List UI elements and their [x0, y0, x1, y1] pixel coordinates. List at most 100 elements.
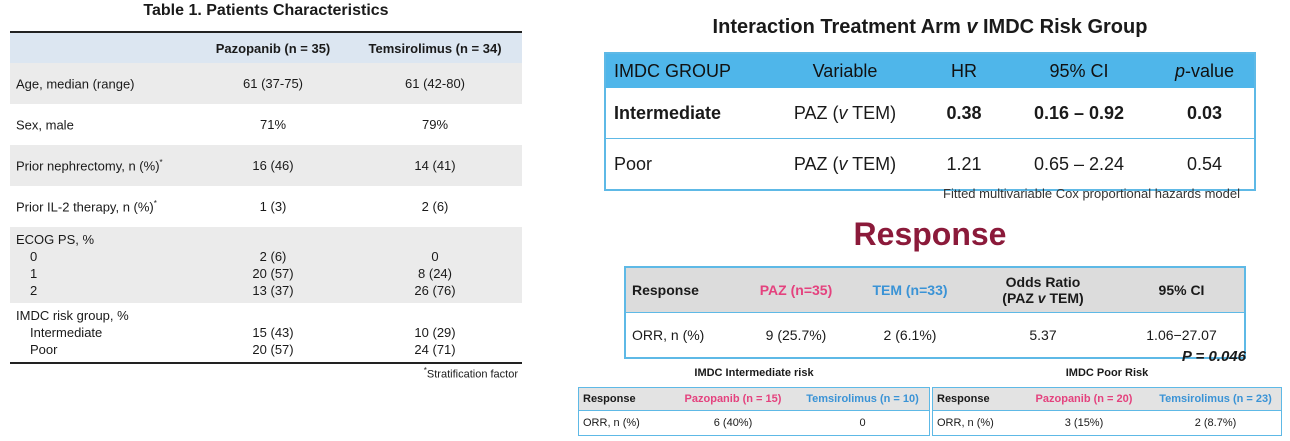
header-pazopanib: Pazopanib (n = 20) — [1018, 387, 1150, 411]
interaction-title: Interaction Treatment Arm v IMDC Risk Gr… — [712, 16, 1148, 38]
header-response: Response — [578, 387, 670, 411]
ecog-tem-1: 8 (24) — [418, 266, 452, 281]
orr-paz: 9 (25.7%) — [739, 312, 853, 358]
group-cell: Intermediate — [605, 88, 765, 139]
interaction-header-row: IMDC GROUP Variable HR 95% CI p-value — [605, 53, 1255, 88]
header-pazopanib: Pazopanib (n = 15) — [670, 387, 796, 411]
ecog-tem-0: 0 — [431, 249, 439, 264]
table1-footnote: *Stratification factor — [423, 366, 518, 381]
ecog-tem-2: 26 (76) — [414, 283, 456, 298]
imdc-temsirolimus-cell: 10 (29) 24 (71) — [348, 303, 522, 364]
table-row: Intermediate PAZ (v TEM) 0.38 0.16 – 0.9… — [605, 88, 1255, 139]
header-odds-ratio: Odds Ratio(PAZ v TEM) — [967, 267, 1119, 313]
pazopanib-cell: 71% — [260, 117, 287, 132]
ci-cell: 0.65 – 2.24 — [1033, 153, 1125, 174]
variable-cell: PAZ (v TEM) — [793, 153, 897, 174]
header-tem: TEM (n=33) — [853, 267, 967, 313]
ecog-label-cell: ECOG PS, % 0 1 2 — [10, 227, 198, 303]
ecog-paz-0: 2 (6) — [259, 249, 287, 264]
ci-cell: 0.16 – 0.92 — [1003, 88, 1155, 139]
orr-tem: 2 (6.1%) — [853, 312, 967, 358]
temsirolimus-cell: 61 (42-80) — [348, 63, 522, 104]
ecog-paz-2: 13 (37) — [252, 283, 294, 298]
header-response: Response — [625, 267, 739, 313]
orr-label: ORR, n (%) — [932, 410, 1018, 436]
row-label: Sex, male — [16, 117, 74, 133]
header-paz: PAZ (n=35) — [739, 267, 853, 313]
ecog-level-1: 1 — [30, 266, 38, 281]
orr-temsirolimus: 2 (8.7%) — [1150, 410, 1282, 436]
header-variable: Variable — [765, 53, 925, 88]
row-label: Age, median (range) — [10, 63, 198, 104]
header-ci: 95% CI — [1003, 53, 1155, 88]
ecog-paz-1: 20 (57) — [252, 266, 294, 281]
response-title: Response — [853, 216, 1007, 252]
pazopanib-cell: 1 (3) — [259, 199, 287, 214]
pvalue-cell: 0.54 — [1186, 153, 1223, 174]
variable-cell: PAZ (v TEM) — [765, 88, 925, 139]
ecog-temsirolimus-cell: 0 8 (24) 26 (76) — [348, 227, 522, 303]
patients-characteristics-table: Pazopanib (n = 35) Temsirolimus (n = 34)… — [10, 31, 522, 364]
header-temsirolimus: Temsirolimus (n = 10) — [796, 387, 930, 411]
imdc-level-intermediate: Intermediate — [30, 325, 103, 340]
interaction-footnote: Fitted multivariable Cox proportional ha… — [943, 186, 1240, 201]
intermediate-header-row: Response Pazopanib (n = 15) Temsirolimus… — [578, 387, 930, 411]
temsirolimus-cell: 14 (41) — [348, 145, 522, 186]
ecog-level-2: 2 — [30, 283, 38, 298]
imdc-paz-0: 15 (43) — [252, 325, 294, 340]
imdc-level-poor: Poor — [30, 342, 58, 357]
hr-cell: 1.21 — [946, 153, 982, 174]
imdc-poor-title: IMDC Poor Risk — [1065, 367, 1149, 379]
table-row: Prior nephrectomy, n (%)* 16 (46) 14 (41… — [10, 145, 522, 186]
table1-header-temsirolimus: Temsirolimus (n = 34) — [348, 31, 522, 63]
imdc-pazopanib-cell: 15 (43) 20 (57) — [198, 303, 349, 364]
table1-header-pazopanib: Pazopanib (n = 35) — [198, 31, 349, 63]
group-cell: Poor — [614, 153, 653, 174]
response-pvalue: P = 0.046 — [1181, 348, 1246, 365]
table-row-imdc: IMDC risk group, % Intermediate Poor 15 … — [10, 303, 522, 364]
header-ci: 95% CI — [1119, 267, 1245, 313]
table-row: Age, median (range) 61 (37-75) 61 (42-80… — [10, 63, 522, 104]
table-row: Prior IL-2 therapy, n (%)* 1 (3) 2 (6) — [10, 186, 522, 227]
imdc-tem-1: 24 (71) — [414, 342, 456, 357]
ecog-pazopanib-cell: 2 (6) 20 (57) 13 (37) — [198, 227, 349, 303]
row-label: Prior nephrectomy, n (%)* — [10, 145, 198, 186]
table-row: ORR, n (%) 6 (40%) 0 — [578, 410, 930, 436]
imdc-tem-0: 10 (29) — [414, 325, 456, 340]
table-row: Sex, male 71% 79% — [10, 104, 522, 145]
orr-ci: 1.06−27.07 — [1119, 312, 1245, 358]
table-row-ecog: ECOG PS, % 0 1 2 2 (6) 20 (57) 13 (37) 0… — [10, 227, 522, 303]
table1-title: Table 1. Patients Characteristics — [143, 2, 389, 19]
imdc-label-cell: IMDC risk group, % Intermediate Poor — [10, 303, 198, 364]
pvalue-cell: 0.03 — [1155, 88, 1255, 139]
orr-label: ORR, n (%) — [625, 312, 739, 358]
imdc-poor-table: Response Pazopanib (n = 20) Temsirolimus… — [932, 387, 1282, 436]
response-header-row: Response PAZ (n=35) TEM (n=33) Odds Rati… — [625, 267, 1245, 313]
header-pvalue: p-value — [1155, 53, 1255, 88]
table1-header-row: Pazopanib (n = 35) Temsirolimus (n = 34) — [10, 31, 522, 63]
orr-odds-ratio: 5.37 — [967, 312, 1119, 358]
pazopanib-cell: 16 (46) — [198, 145, 349, 186]
response-table: Response PAZ (n=35) TEM (n=33) Odds Rati… — [624, 266, 1246, 359]
temsirolimus-cell: 79% — [422, 117, 449, 132]
imdc-paz-1: 20 (57) — [252, 342, 294, 357]
table-row: ORR, n (%) 3 (15%) 2 (8.7%) — [932, 410, 1282, 436]
hr-cell: 0.38 — [925, 88, 1003, 139]
temsirolimus-cell: 2 (6) — [421, 199, 449, 214]
pazopanib-cell: 61 (37-75) — [198, 63, 349, 104]
header-response: Response — [932, 387, 1018, 411]
orr-temsirolimus: 0 — [796, 410, 930, 436]
row-label: Prior IL-2 therapy, n (%)* — [16, 198, 157, 215]
ecog-level-0: 0 — [30, 249, 38, 264]
orr-pazopanib: 6 (40%) — [670, 410, 796, 436]
table-row: ORR, n (%) 9 (25.7%) 2 (6.1%) 5.37 1.06−… — [625, 312, 1245, 358]
ecog-label: ECOG PS, % — [16, 232, 95, 247]
poor-header-row: Response Pazopanib (n = 20) Temsirolimus… — [932, 387, 1282, 411]
header-hr: HR — [925, 53, 1003, 88]
table-row: Poor PAZ (v TEM) 1.21 0.65 – 2.24 0.54 — [605, 139, 1255, 191]
imdc-label: IMDC risk group, % — [16, 308, 129, 323]
interaction-table: IMDC GROUP Variable HR 95% CI p-value In… — [604, 52, 1256, 191]
header-temsirolimus: Temsirolimus (n = 23) — [1150, 387, 1282, 411]
table1-header-blank — [10, 31, 198, 63]
imdc-intermediate-title: IMDC Intermediate risk — [694, 367, 814, 379]
